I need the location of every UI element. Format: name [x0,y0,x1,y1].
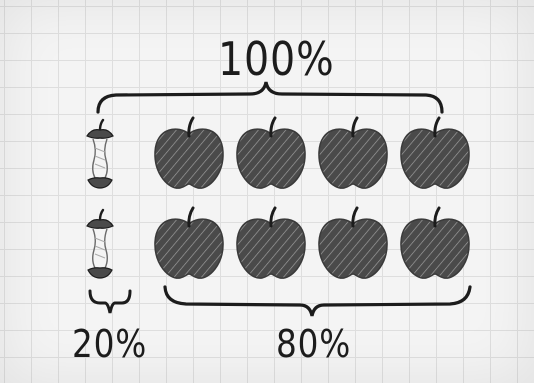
label-eaten-percent: 20% [72,325,147,363]
apple-row2-3 [319,208,387,278]
apple-row1-4 [401,118,469,188]
bracket-large [165,287,470,316]
apple-row2-2 [237,208,305,278]
apple-row1-1 [155,118,223,188]
apple-row2-1 [155,208,223,278]
bracket-top [98,82,442,112]
apple-row2-4 [401,208,469,278]
bracket-small [90,291,130,313]
apple-core-row2 [87,210,113,278]
label-total-percent: 100% [218,36,335,82]
apple-row1-2 [237,118,305,188]
label-remaining-percent: 80% [276,325,351,363]
apple-row1-3 [319,118,387,188]
apple-core-row1 [87,120,113,188]
